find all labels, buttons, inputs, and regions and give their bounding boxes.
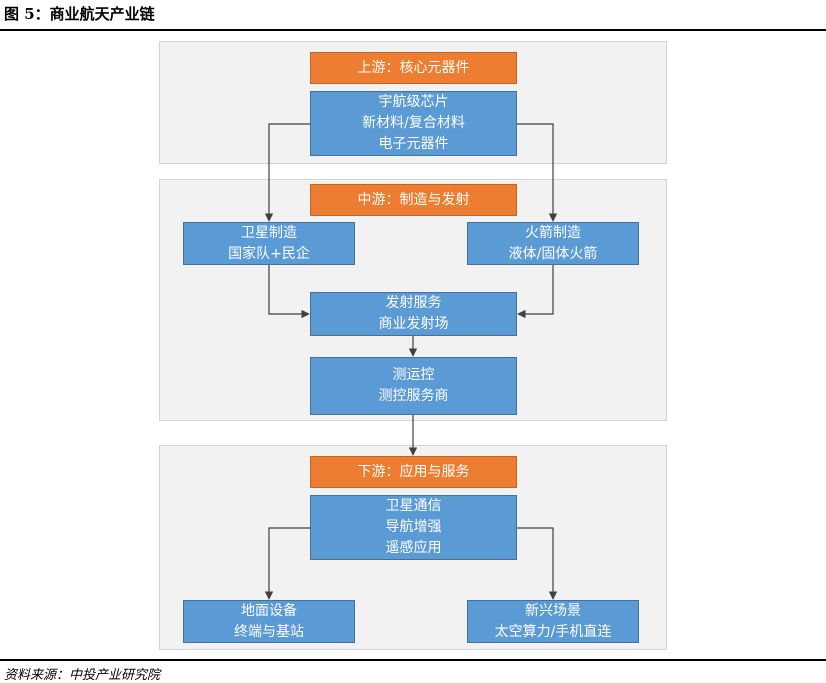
upstream-stage-text: 上游：核心元器件 [357, 59, 470, 76]
bottom-rule [0, 659, 826, 661]
upstream-stage-label: 上游：核心元器件 [310, 52, 517, 84]
ground-line-2: 终端与基站 [234, 623, 304, 640]
ttc-line-1: 测运控 [392, 367, 435, 383]
downstream-stage-text: 下游：应用与服务 [357, 463, 470, 480]
midstream-stage-label: 中游：制造与发射 [310, 184, 517, 216]
ttc-box: 测运控 测控服务商 [310, 357, 517, 415]
applications-box: 卫星通信 导航增强 遥感应用 [310, 495, 517, 560]
arrow-apps-to-emerging [517, 527, 558, 600]
arrow-core-to-satellite [264, 123, 310, 222]
apps-line-3: 遥感应用 [385, 540, 442, 556]
source-note: 资料来源：中投产业研究院 [4, 668, 161, 683]
core-line-2: 新材料/复合材料 [362, 115, 465, 131]
arrow-satellite-to-launch [268, 265, 310, 319]
core-line-3: 电子元器件 [378, 136, 449, 152]
satellite-line-1: 卫星制造 [241, 224, 297, 241]
ground-line-1: 地面设备 [241, 602, 297, 619]
arrow-apps-to-ground [264, 527, 310, 600]
midstream-stage-text: 中游：制造与发射 [357, 191, 470, 208]
rocket-line-1: 火箭制造 [525, 224, 581, 241]
apps-line-2: 导航增强 [385, 519, 442, 535]
emerging-line-2: 太空算力/手机直连 [494, 623, 612, 640]
figure-title: 图 5：商业航天产业链 [4, 5, 155, 23]
arrow-rocket-to-launch [517, 265, 554, 319]
apps-line-1: 卫星通信 [385, 498, 442, 514]
launch-line-2: 商业发射场 [378, 316, 449, 332]
downstream-stage-label: 下游：应用与服务 [310, 456, 517, 488]
launch-line-1: 发射服务 [385, 295, 442, 311]
satellite-manufacturing-box: 卫星制造 国家队+民企 [183, 222, 355, 265]
satellite-line-2: 国家队+民企 [228, 245, 310, 262]
rocket-manufacturing-box: 火箭制造 液体/固体火箭 [467, 222, 639, 265]
core-components-box: 宇航级芯片 新材料/复合材料 电子元器件 [310, 91, 517, 156]
emerging-scenarios-box: 新兴场景 太空算力/手机直连 [467, 600, 639, 643]
top-rule [0, 29, 826, 31]
ttc-line-2: 测控服务商 [378, 388, 449, 404]
ground-equipment-box: 地面设备 终端与基站 [183, 600, 355, 643]
emerging-line-1: 新兴场景 [525, 602, 581, 619]
core-line-1: 宇航级芯片 [378, 94, 449, 110]
launch-services-box: 发射服务 商业发射场 [310, 292, 517, 336]
rocket-line-2: 液体/固体火箭 [508, 245, 598, 262]
arrow-core-to-rocket [517, 123, 558, 222]
